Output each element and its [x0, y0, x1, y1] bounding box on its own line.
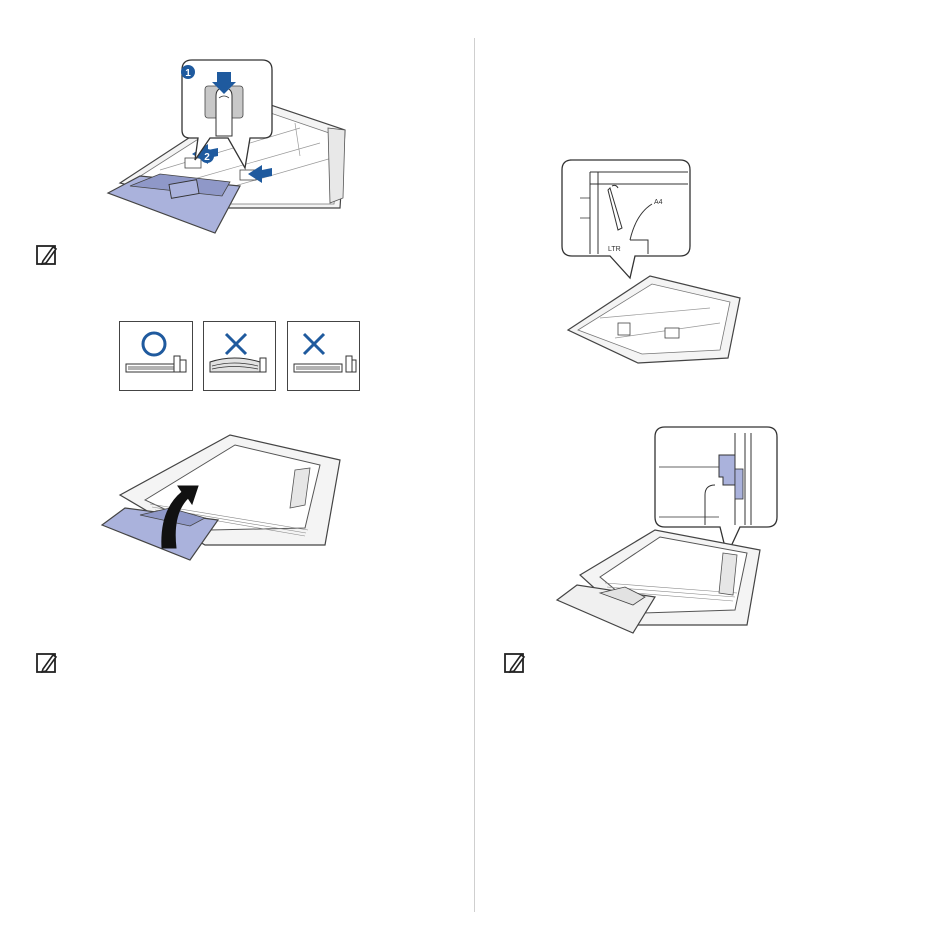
note-icon	[35, 243, 59, 267]
callout-number-2: 2	[204, 152, 210, 163]
paper-size-label-a4: A4	[654, 199, 663, 206]
column-divider	[474, 38, 475, 912]
stack-example-wrong-curled	[203, 321, 276, 391]
paper-size-label-ltr: LTR	[608, 246, 621, 253]
figure-tray-loaded-flip	[100, 430, 345, 565]
note-icon	[35, 651, 59, 675]
stack-example-wrong-gap	[287, 321, 360, 391]
figure-tray-guide-adjust: 1 2	[100, 58, 355, 238]
stack-example-correct	[119, 321, 193, 391]
callout-number-1: 1	[185, 68, 191, 79]
figure-tray-rear-guide	[555, 425, 780, 635]
circle-ok-icon	[143, 333, 165, 355]
figure-tray-size-indicator: A4 LTR	[560, 158, 745, 373]
note-icon	[503, 651, 527, 675]
